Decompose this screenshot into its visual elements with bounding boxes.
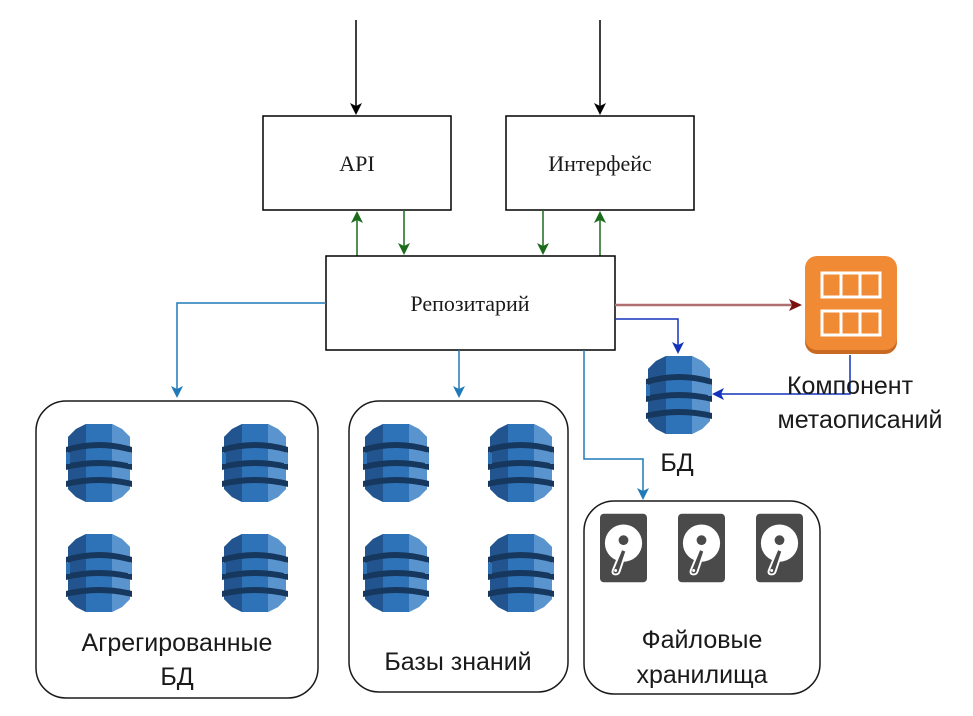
aggregated-db-label-line1: Агрегированные [82, 629, 273, 657]
database-icon [363, 424, 429, 502]
meta-component-label-line1: Компонент [787, 372, 914, 400]
meta-component-node[interactable]: Компонент метаописаний [778, 256, 943, 434]
knowledge-bases-label: Базы знаний [384, 648, 531, 676]
interface-node[interactable]: Интерфейс [505, 115, 695, 211]
edge-repository-to-interface [594, 211, 606, 256]
database-icon [66, 534, 132, 612]
file-storage-group[interactable]: Файловые хранилища [583, 500, 821, 695]
database-icon [66, 424, 132, 502]
edge-repository-to-api [351, 211, 363, 256]
repository-label: Репозитарий [410, 291, 529, 316]
hard-disk-icon [678, 513, 725, 583]
edge-repository-to-file-storage [583, 350, 649, 500]
hard-disk-icon [600, 513, 647, 583]
aggregated-db-group[interactable]: Агрегированные БД [35, 400, 319, 699]
database-icon [363, 534, 429, 612]
database-icon [222, 534, 288, 612]
edge-repository-to-meta-component [615, 299, 802, 311]
aggregated-db-label-line2: БД [160, 663, 193, 691]
database-icon [488, 534, 554, 612]
file-storage-label-line2: хранилища [636, 661, 767, 689]
edge-external-to-interface [594, 20, 606, 115]
knowledge-bases-group[interactable]: Базы знаний [348, 400, 569, 693]
edge-interface-to-repository [537, 210, 549, 255]
db-label: БД [660, 449, 693, 477]
database-icon [488, 424, 554, 502]
api-label: API [339, 151, 374, 176]
repository-node[interactable]: Репозитарий [325, 255, 616, 351]
meta-component-label-line2: метаописаний [778, 406, 943, 434]
database-icon [222, 424, 288, 502]
table-icon [820, 271, 882, 337]
edge-api-to-repository [398, 210, 410, 255]
file-storage-label-line1: Файловые [642, 626, 763, 654]
edge-meta-component-to-db [712, 355, 851, 400]
api-node[interactable]: API [262, 115, 452, 211]
edge-repository-to-db [615, 318, 684, 354]
db-node[interactable]: БД [646, 356, 712, 477]
edge-external-to-api [350, 20, 362, 115]
database-icon [646, 356, 712, 434]
hard-disk-icon [756, 513, 803, 583]
interface-label: Интерфейс [548, 151, 652, 176]
edge-repository-to-knowledge-bases [453, 350, 465, 398]
edge-repository-to-aggregated-db [171, 302, 326, 398]
